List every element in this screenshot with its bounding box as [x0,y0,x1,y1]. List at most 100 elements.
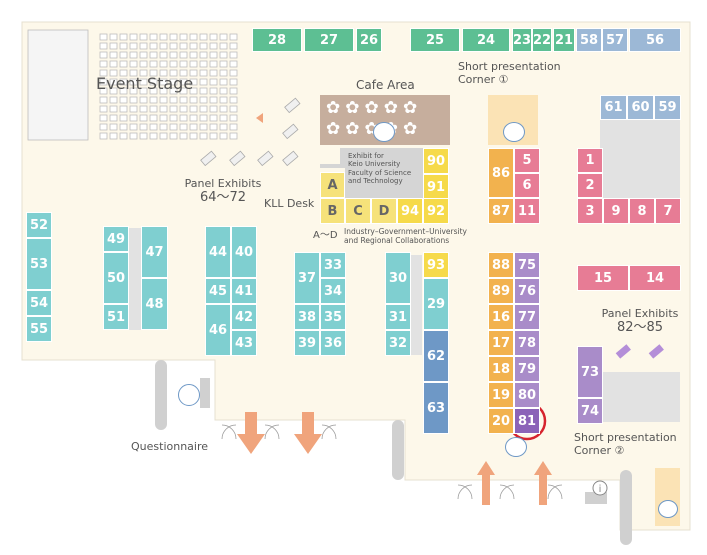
booth-88[interactable]: 88 [488,252,514,278]
booth-92[interactable]: 92 [423,198,449,224]
booth-60[interactable]: 60 [627,95,654,120]
booth-32[interactable]: 32 [385,330,411,356]
booth-1[interactable]: 1 [577,148,603,173]
booth-D[interactable]: D [371,198,397,224]
booth-52[interactable]: 52 [26,212,52,238]
booth-2[interactable]: 2 [577,173,603,198]
booth-47[interactable]: 47 [141,226,168,278]
stage-seat [209,132,218,140]
booth-57[interactable]: 57 [602,28,628,52]
booth-77[interactable]: 77 [514,304,540,330]
keio-exhibit-line2: Keio University [348,160,401,169]
booth-37[interactable]: 37 [294,252,320,304]
booth-49[interactable]: 49 [103,226,129,252]
stage-seat [109,69,118,77]
booth-6[interactable]: 6 [514,173,540,198]
stage-seat [119,33,128,41]
booth-28[interactable]: 28 [252,28,302,52]
booth-19[interactable]: 19 [488,382,514,408]
booth-34[interactable]: 34 [320,278,346,304]
booth-31[interactable]: 31 [385,304,411,330]
booth-91[interactable]: 91 [423,174,449,200]
booth-63[interactable]: 63 [423,382,449,434]
booth-21[interactable]: 21 [553,28,575,52]
booth-62[interactable]: 62 [423,330,449,382]
stage-seat [119,132,128,140]
booth-59[interactable]: 59 [654,95,681,120]
booth-20[interactable]: 20 [488,408,514,434]
booth-38[interactable]: 38 [294,304,320,330]
booth-27[interactable]: 27 [304,28,354,52]
booth-42[interactable]: 42 [231,304,257,330]
booth-26[interactable]: 26 [356,28,382,52]
booth-90[interactable]: 90 [423,148,449,174]
booth-87[interactable]: 87 [488,198,514,224]
booth-94[interactable]: 94 [397,198,423,224]
booth-B[interactable]: B [320,198,345,224]
booth-45[interactable]: 45 [205,278,231,304]
stage-seat [189,33,198,41]
booth-C[interactable]: C [345,198,371,224]
booth-79[interactable]: 79 [514,356,540,382]
booth-48[interactable]: 48 [141,278,168,330]
booth-29[interactable]: 29 [423,278,449,330]
booth-35[interactable]: 35 [320,304,346,330]
booth-40[interactable]: 40 [231,226,257,278]
stage-seat [209,69,218,77]
booth-50[interactable]: 50 [103,252,129,304]
booth-17[interactable]: 17 [488,330,514,356]
stage-seat [169,78,178,86]
booth-80[interactable]: 80 [514,382,540,408]
stage-seat [189,51,198,59]
short-presentation-2-line1: Short presentation [574,431,677,444]
booth-86[interactable]: 86 [488,148,514,198]
booth-73[interactable]: 73 [577,346,603,398]
booth-93[interactable]: 93 [423,252,449,278]
booth-78[interactable]: 78 [514,330,540,356]
stage-seat [99,87,108,95]
booth-61[interactable]: 61 [600,95,627,120]
grey-region [600,120,680,200]
booth-76[interactable]: 76 [514,278,540,304]
stage-seat [219,132,228,140]
booth-A[interactable]: A [320,172,345,198]
stage-seat [189,78,198,86]
booth-54[interactable]: 54 [26,290,52,316]
booth-89[interactable]: 89 [488,278,514,304]
booth-81[interactable]: 81 [514,408,540,434]
booth-14[interactable]: 14 [629,265,681,291]
booth-44[interactable]: 44 [205,226,231,278]
booth-74[interactable]: 74 [577,398,603,424]
booth-25[interactable]: 25 [410,28,460,52]
booth-55[interactable]: 55 [26,316,52,342]
booth-30[interactable]: 30 [385,252,411,304]
booth-36[interactable]: 36 [320,330,346,356]
booth-23[interactable]: 23 [512,28,532,52]
booth-51[interactable]: 51 [103,304,129,330]
booth-33[interactable]: 33 [320,252,346,278]
booth-53[interactable]: 53 [26,238,52,290]
booth-18[interactable]: 18 [488,356,514,382]
booth-39[interactable]: 39 [294,330,320,356]
booth-58[interactable]: 58 [576,28,602,52]
booth-5[interactable]: 5 [514,148,540,173]
booth-22[interactable]: 22 [532,28,552,52]
booth-11[interactable]: 11 [514,198,540,224]
booth-43[interactable]: 43 [231,330,257,356]
stage-seat [179,51,188,59]
stage-seat [169,96,178,104]
stage-seat [109,51,118,59]
booth-75[interactable]: 75 [514,252,540,278]
booth-46[interactable]: 46 [205,304,231,356]
booth-41[interactable]: 41 [231,278,257,304]
booth-16[interactable]: 16 [488,304,514,330]
stage-seat [129,42,138,50]
booth-9[interactable]: 9 [603,198,629,224]
booth-56[interactable]: 56 [629,28,681,52]
booth-8[interactable]: 8 [629,198,655,224]
booth-3[interactable]: 3 [577,198,603,224]
booth-15[interactable]: 15 [577,265,629,291]
booth-7[interactable]: 7 [655,198,681,224]
booth-24[interactable]: 24 [462,28,510,52]
stage-seat [169,51,178,59]
